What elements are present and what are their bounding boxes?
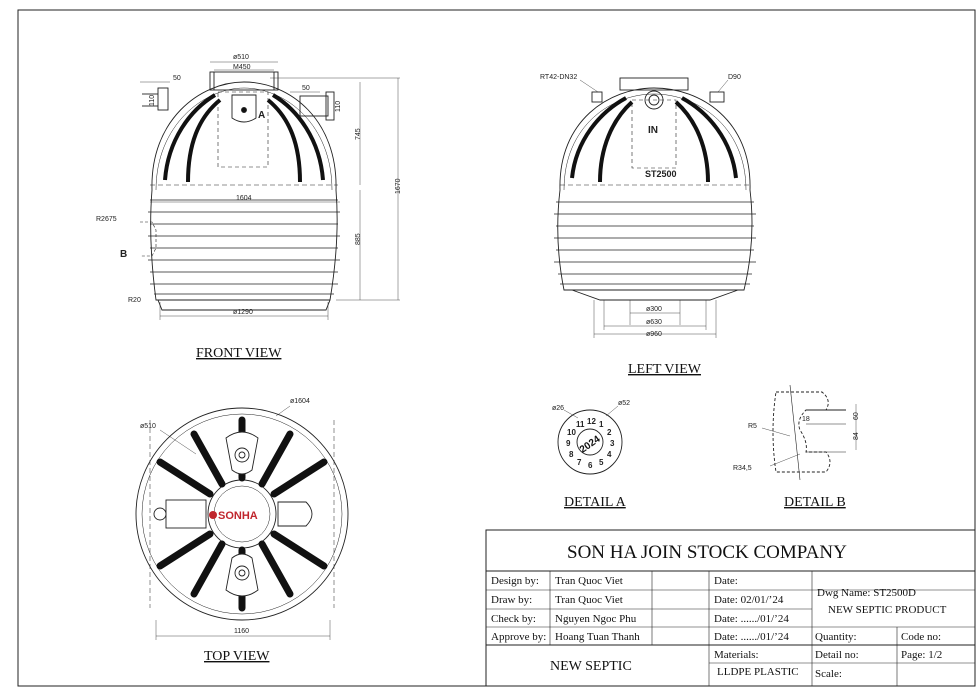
- dim-d510: ø510: [233, 54, 249, 61]
- materials-value: LLDPE PLASTIC: [717, 666, 799, 678]
- top-view-title: TOP VIEW: [204, 649, 270, 664]
- detail-a: [557, 405, 623, 475]
- left-view-title: LEFT VIEW: [628, 362, 702, 377]
- clock-12: 12: [587, 417, 596, 426]
- dim-110-right: 110: [335, 101, 342, 112]
- clock-11: 11: [576, 420, 585, 429]
- title-block-text: SON HA JOIN STOCK COMPANY Design by: Tra…: [491, 542, 947, 680]
- materials-label: Materials:: [714, 649, 759, 661]
- left-view-labels: RT42-DN32 D90 IN ST2500 ø300 ø630 ø960 L…: [540, 74, 741, 377]
- dim-1160: 1160: [234, 628, 249, 635]
- dim-d630: ø630: [646, 319, 662, 326]
- clock-4: 4: [607, 450, 612, 459]
- dim-d90: D90: [728, 74, 741, 81]
- clock-3: 3: [610, 439, 615, 448]
- dim-1604: 1604: [236, 195, 252, 202]
- page-label: Page: 1/2: [901, 649, 942, 661]
- dim-r345: R34,5: [733, 465, 752, 472]
- top-view: [135, 405, 349, 640]
- date-design: Date:: [714, 575, 738, 587]
- role-check: Check by:: [491, 613, 536, 625]
- clock-1: 1: [599, 420, 604, 429]
- left-view: [554, 77, 756, 338]
- dwg-name: Dwg Name: ST2500D: [817, 587, 916, 599]
- dim-d960: ø960: [646, 331, 662, 338]
- clock-9: 9: [566, 439, 571, 448]
- dim-d510-top: ø510: [140, 423, 156, 430]
- dim-m450: M450: [233, 64, 251, 71]
- dim-r20: R20: [128, 297, 141, 304]
- dim-d300: ø300: [646, 306, 662, 313]
- date-draw: Date: 02/01/’24: [714, 594, 784, 606]
- dim-110-left: 110: [149, 95, 156, 106]
- dim-18: 18: [802, 416, 810, 423]
- clock-8: 8: [569, 450, 574, 459]
- model-label: ST2500: [645, 169, 677, 179]
- front-view-labels: ø510 M450 50 50 110 110 745 1670 885 160…: [96, 54, 402, 361]
- quantity-label: Quantity:: [815, 631, 857, 643]
- year-stamp: 2024: [578, 434, 603, 456]
- role-draw: Draw by:: [491, 594, 532, 606]
- clock-10: 10: [567, 428, 576, 437]
- dim-1670: 1670: [395, 178, 402, 194]
- dim-745: 745: [355, 128, 362, 140]
- mark-a: A: [258, 110, 265, 121]
- dim-50-left: 50: [173, 75, 181, 82]
- date-check: Date: ....../01/’24: [714, 613, 789, 625]
- project-name: NEW SEPTIC: [550, 659, 632, 674]
- name-design: Tran Quoc Viet: [555, 575, 623, 587]
- company-name: SON HA JOIN STOCK COMPANY: [567, 542, 847, 563]
- code-no-label: Code no:: [901, 631, 941, 643]
- dim-d1290: ø1290: [233, 309, 253, 316]
- inlet-label: IN: [648, 125, 658, 136]
- detail-no-label: Detail no:: [815, 649, 859, 661]
- dim-60: 60: [853, 412, 860, 420]
- dim-50-right: 50: [302, 85, 310, 92]
- dim-84: 84: [853, 432, 860, 440]
- dim-d52: ø52: [618, 400, 630, 407]
- name-check: Nguyen Ngoc Phu: [555, 613, 637, 625]
- detail-b-title: DETAIL B: [784, 495, 846, 510]
- dim-r5: R5: [748, 423, 757, 430]
- top-view-labels: SONHA ø510 ø1604 1160 TOP VIEW: [140, 398, 310, 664]
- date-approve: Date: ....../01/’24: [714, 631, 789, 643]
- role-approve: Approve by:: [491, 631, 546, 643]
- clock-5: 5: [599, 458, 604, 467]
- dim-rt42: RT42-DN32: [540, 74, 577, 81]
- title-block: [485, 529, 976, 687]
- mark-b: B: [120, 249, 127, 260]
- dim-d1604-top: ø1604: [290, 398, 310, 405]
- sonha-logo: SONHA: [218, 510, 258, 522]
- detail-b: [761, 384, 857, 481]
- dim-d26: ø26: [552, 405, 564, 412]
- clock-6: 6: [588, 461, 593, 470]
- front-view: [140, 61, 400, 320]
- scale-label: Scale:: [815, 668, 842, 680]
- clock-2: 2: [607, 428, 612, 437]
- detail-a-title: DETAIL A: [564, 495, 627, 510]
- name-draw: Tran Quoc Viet: [555, 594, 623, 606]
- detail-b-labels: R5 R34,5 18 60 84 DETAIL B: [733, 412, 860, 510]
- sonha-logo-mark: [209, 511, 217, 519]
- name-approve: Hoang Tuan Thanh: [555, 631, 640, 643]
- front-view-title: FRONT VIEW: [196, 346, 282, 361]
- product-name: NEW SEPTIC PRODUCT: [828, 604, 947, 616]
- dim-885: 885: [355, 233, 362, 245]
- dim-r2675: R2675: [96, 216, 117, 223]
- role-design: Design by:: [491, 575, 539, 587]
- clock-7: 7: [577, 458, 582, 467]
